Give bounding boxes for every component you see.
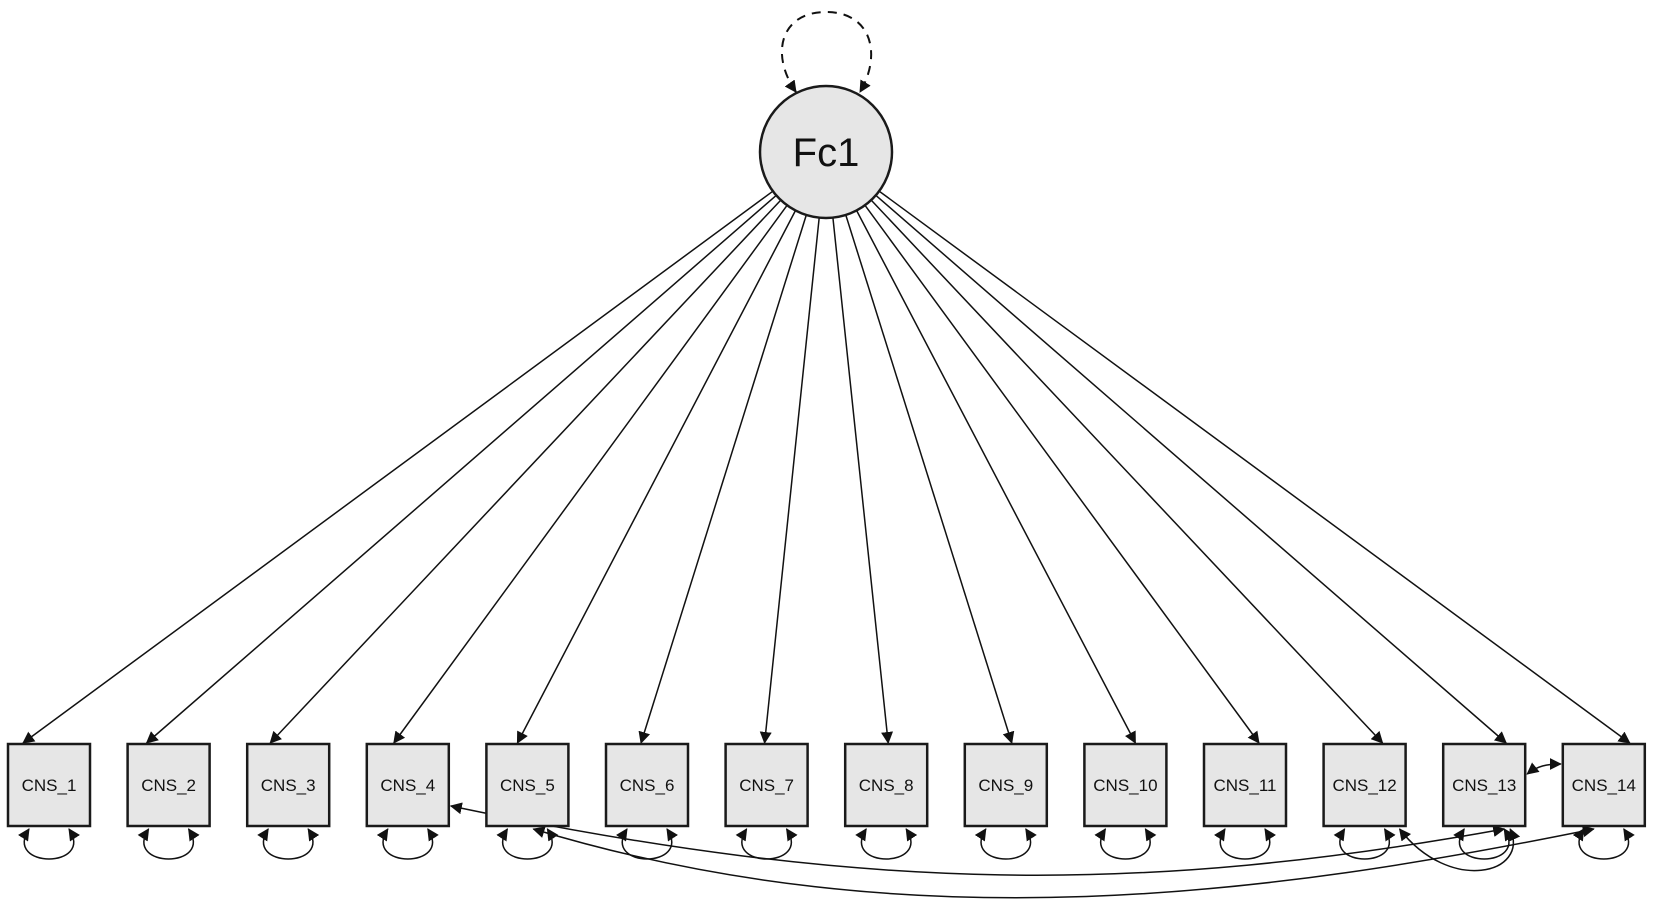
latent-factor-label: Fc1 [793, 131, 860, 175]
indicator-node-cns-3[interactable]: CNS_3 [245, 742, 331, 828]
indicator-label: CNS_3 [261, 776, 316, 795]
indicator-node-cns-6[interactable]: CNS_6 [604, 742, 690, 828]
loading-arrow-cns-13 [875, 194, 1507, 744]
indicator-node-cns-4[interactable]: CNS_4 [365, 742, 451, 828]
loading-arrow-cns-3 [269, 199, 782, 744]
indicator-boxes: CNS_1 CNS_2 CNS_3 CNS_4 CNS_5 CNS_6 CNS_7 CNS_8… [6, 742, 1647, 828]
loading-arrow-cns-11 [864, 204, 1260, 744]
residual-loop-cns-9 [974, 828, 1037, 860]
indicator-label: CNS_5 [500, 776, 555, 795]
residual-loop-cns-8 [855, 828, 918, 860]
indicator-label: CNS_6 [620, 776, 675, 795]
residual-loop-cns-14 [1572, 828, 1635, 860]
residual-loop-cns-6 [615, 828, 679, 860]
indicator-label: CNS_7 [739, 776, 794, 795]
residual-loop-cns-3 [257, 828, 320, 860]
indicator-node-cns-1[interactable]: CNS_1 [6, 742, 92, 828]
indicator-label: CNS_10 [1093, 776, 1157, 795]
loading-arrow-cns-1 [22, 190, 774, 744]
covariance-cns-13-cns-14 [1526, 758, 1562, 775]
indicator-label: CNS_12 [1332, 776, 1396, 795]
loading-arrow-cns-12 [870, 199, 1384, 744]
indicator-node-cns-14[interactable]: CNS_14 [1561, 742, 1647, 828]
indicator-label: CNS_13 [1452, 776, 1516, 795]
indicator-label: CNS_14 [1572, 776, 1636, 795]
indicator-node-cns-8[interactable]: CNS_8 [843, 742, 929, 828]
loading-arrow-cns-8 [832, 217, 894, 744]
residual-loop-cns-5 [496, 828, 559, 860]
indicator-node-cns-2[interactable]: CNS_2 [126, 742, 211, 828]
indicator-label: CNS_4 [380, 776, 435, 795]
indicator-label: CNS_1 [22, 776, 77, 795]
indicator-node-cns-10[interactable]: CNS_10 [1083, 742, 1168, 828]
covariance-cns-12-cns-13 [1398, 828, 1521, 872]
residual-loop-cns-11 [1213, 828, 1277, 860]
residual-loop-cns-4 [376, 828, 439, 860]
residual-variances [17, 828, 1635, 860]
residual-loop-cns-12 [1333, 828, 1396, 860]
loading-arrow-cns-10 [855, 210, 1137, 744]
loading-arrow-cns-4 [393, 204, 788, 744]
residual-loop-cns-2 [137, 828, 200, 860]
loading-arrow-cns-9 [845, 214, 1015, 744]
latent-factor-node[interactable]: Fc1 [758, 84, 894, 220]
loading-arrow-cns-7 [759, 217, 820, 744]
residual-loop-cns-1 [17, 828, 81, 860]
loading-arrow-cns-6 [638, 214, 808, 744]
indicator-node-cns-7[interactable]: CNS_7 [724, 742, 809, 828]
indicator-node-cns-12[interactable]: CNS_12 [1322, 742, 1407, 828]
residual-loop-cns-13 [1453, 828, 1516, 860]
residual-loop-cns-7 [735, 828, 798, 860]
loading-arrow-cns-5 [516, 210, 797, 744]
indicator-node-cns-13[interactable]: CNS_13 [1441, 742, 1527, 828]
indicator-node-cns-9[interactable]: CNS_9 [963, 742, 1049, 828]
residual-loop-cns-10 [1094, 828, 1157, 860]
indicator-label: CNS_8 [859, 776, 914, 795]
indicator-node-cns-5[interactable]: CNS_5 [485, 742, 570, 828]
latent-variance-loop [781, 10, 873, 93]
factor-loadings [22, 190, 1631, 744]
indicator-label: CNS_2 [141, 776, 196, 795]
indicator-label: CNS_11 [1214, 776, 1277, 795]
indicator-node-cns-11[interactable]: CNS_11 [1202, 742, 1288, 828]
loading-arrow-cns-14 [878, 190, 1631, 744]
loading-arrow-cns-2 [145, 194, 777, 744]
indicator-label: CNS_9 [978, 776, 1033, 795]
covariance-cns-5-cns-14 [532, 825, 1595, 899]
